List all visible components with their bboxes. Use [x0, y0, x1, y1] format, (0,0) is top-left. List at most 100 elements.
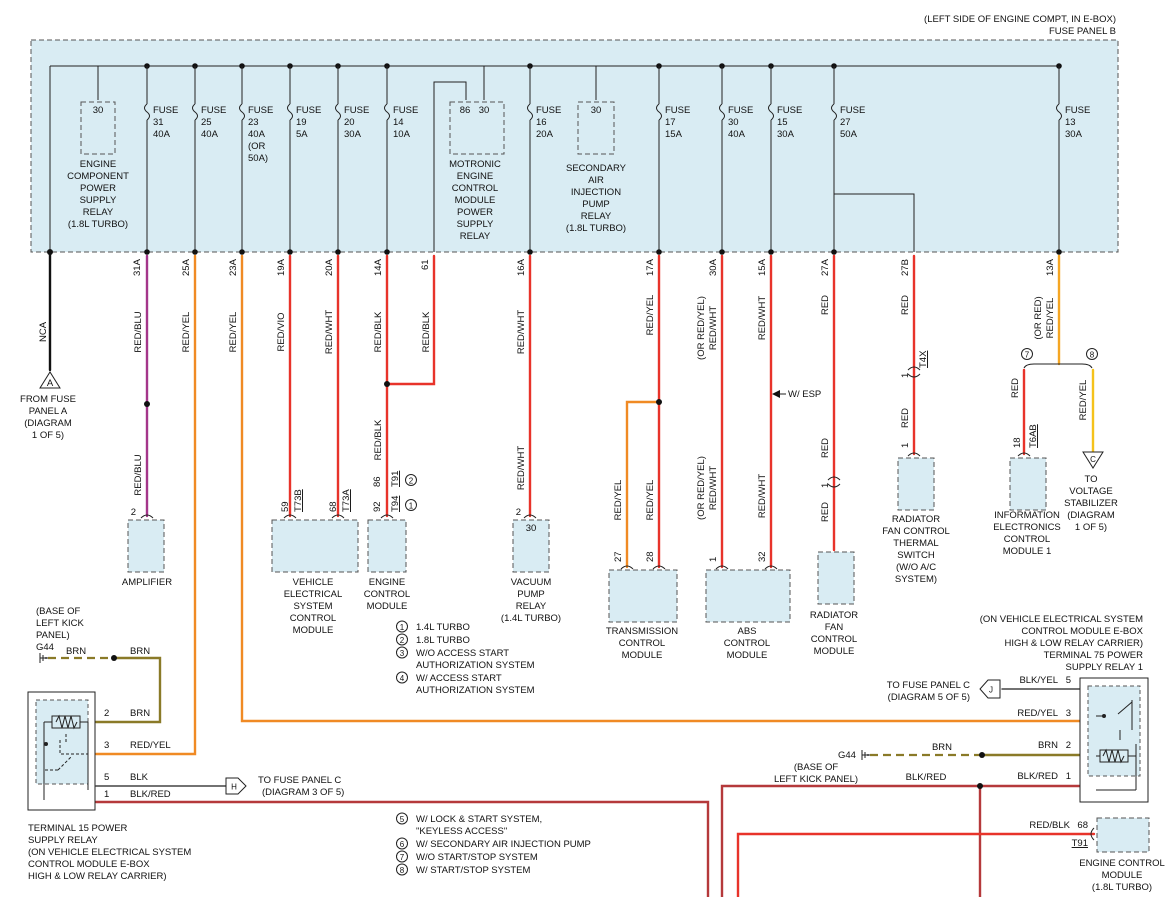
- to-voltage-stabilizer: C TO VOLTAGE STABILIZER (DIAGRAM 1 OF 5): [1064, 451, 1118, 533]
- information-electronics-control-module: 18 T6AB INFORMATION ELECTRONICS CONTROL …: [993, 424, 1061, 557]
- note-text: W/ LOCK & START SYSTEM,: [416, 814, 542, 825]
- relay-motronic: 86 30 MOTRONIC ENGINE CONTROL MODULE POW…: [433, 66, 505, 252]
- letter-c: C: [1090, 455, 1096, 464]
- label-20a-red-wht: RED/WHT: [324, 310, 335, 355]
- rfts-label-4: SWITCH: [897, 550, 935, 561]
- relay-label-3: CONTROL: [452, 183, 498, 194]
- relay75-pin-5: 5: [1066, 675, 1071, 686]
- pin-17a: 17A: [645, 258, 656, 276]
- label-15a-red-wht: RED/WHT: [757, 296, 768, 341]
- label-27a-red: RED: [820, 295, 831, 315]
- to-c-2: VOLTAGE: [1069, 486, 1112, 497]
- relay-box: [449, 101, 505, 155]
- abs-control-module: 1 32 ABS CONTROL MODULE: [705, 551, 791, 661]
- fuse-symbol-icon: [287, 103, 293, 121]
- pin-61: 61: [420, 259, 431, 270]
- label-61-red-blk: RED/BLK: [421, 311, 432, 352]
- ground-left-id: G44: [36, 642, 54, 653]
- engine-control-module-2: RED/BLK 68 T91 ENGINE CONTROL MODULE (1.…: [1029, 817, 1165, 893]
- fuse-16-l2: 16: [536, 117, 547, 128]
- wires: [47, 249, 1096, 897]
- ecm-c2: T94: [390, 496, 401, 512]
- abs-pin1: 1: [708, 557, 719, 562]
- wire-61-red-blk: [385, 254, 436, 386]
- ecm2-c: T91: [1072, 838, 1088, 849]
- esp-note: W/ ESP: [772, 389, 821, 400]
- label-23a-red-yel: RED/YEL: [228, 312, 239, 353]
- iecm-label-2: ELECTRONICS: [993, 522, 1061, 533]
- ground-left-2: LEFT KICK: [36, 618, 85, 629]
- fuse-20-l3: 30A: [344, 129, 362, 140]
- relay-label-2: ENGINE: [457, 171, 493, 182]
- relay15-brn: BRN: [130, 708, 150, 719]
- fuse-13-l1: FUSE: [1065, 105, 1090, 116]
- option-7: 7: [1025, 351, 1030, 360]
- terminal-75-relay-label: (ON VEHICLE ELECTRICAL SYSTEM CONTROL MO…: [980, 614, 1144, 673]
- relay-pin-30: 30: [479, 105, 490, 116]
- fuse-15-l1: FUSE: [777, 105, 802, 116]
- wire-17a-branch: [625, 400, 661, 569]
- vescm-label-3: SYSTEM: [293, 601, 332, 612]
- fuse-30-l2: 30: [728, 117, 739, 128]
- relay75-pin-1: 1: [1066, 771, 1071, 782]
- relay-label-2: AIR: [588, 175, 604, 186]
- from-fuse-panel-a: A FROM FUSE PANEL A (DIAGRAM 1 OF 5): [20, 371, 76, 441]
- ecm-note-2: 2: [409, 477, 414, 486]
- fuse-31-l1: FUSE: [153, 105, 178, 116]
- fuse-23-l3: 40A: [248, 129, 266, 140]
- ecm2-label-2: MODULE: [1102, 870, 1143, 881]
- fuse-30-l1: FUSE: [728, 105, 753, 116]
- iecm-pin: 18: [1012, 437, 1023, 448]
- relay15-label-5: HIGH & LOW RELAY CARRIER): [28, 871, 166, 882]
- label-nca: NCA: [38, 321, 49, 342]
- relay15-label-4: CONTROL MODULE E-BOX: [28, 859, 150, 870]
- fuse-31-l3: 40A: [153, 129, 171, 140]
- vescm-label-2: ELECTRICAL: [284, 589, 343, 600]
- label-16a-red-wht: RED/WHT: [516, 310, 527, 355]
- vescm-pin1: 59: [280, 501, 291, 512]
- ground-g44-right: G44 (BASE OF LEFT KICK PANEL) BRN BLK/RE…: [774, 742, 952, 785]
- fuse-14-l2: 14: [393, 117, 404, 128]
- fuse-15-l3: 30A: [777, 129, 795, 140]
- amp-pin: 2: [131, 507, 136, 518]
- label-30a-red-wht: RED/WHT: [708, 306, 719, 351]
- relay-label-3: INJECTION: [571, 187, 621, 198]
- wire-25a-red-yel: [94, 254, 197, 756]
- label-17a-red-yel: RED/YEL: [645, 295, 656, 336]
- relay-label-6: SUPPLY: [457, 219, 494, 230]
- note-text: 1.8L TURBO: [416, 635, 470, 646]
- vacuum-label-2: PUMP: [517, 589, 544, 600]
- relay75-label-3: HIGH & LOW RELAY CARRIER): [1005, 638, 1143, 649]
- relay15-label-1: TERMINAL 15 POWER: [28, 823, 128, 834]
- relay-label-6: (1.8L TURBO): [566, 223, 626, 234]
- vescm-c1: T73B: [293, 489, 304, 512]
- fuse-19-l2: 19: [296, 117, 307, 128]
- option-markers: 7 8: [1021, 348, 1098, 360]
- fuse-31-l2: 31: [153, 117, 164, 128]
- fuse-panel-b: (LEFT SIDE OF ENGINE COMPT, IN E-BOX) FU…: [30, 14, 1119, 253]
- label-brn-g-left: BRN: [66, 646, 86, 657]
- relay75-label-1: (ON VEHICLE ELECTRICAL SYSTEM: [980, 614, 1143, 625]
- pin-14a: 14A: [373, 258, 384, 276]
- fuse-20-l2: 20: [344, 117, 355, 128]
- fuse-27-l2: 27: [840, 117, 851, 128]
- terminal-15-relay: 2 3 5 1 BRN RED/YEL BLK BLK/RED TERMINAL…: [27, 691, 191, 882]
- relay15-pin-1: 1: [104, 789, 109, 800]
- relay-label-2: COMPONENT: [67, 171, 129, 182]
- radiator-fan-thermal-switch: 1 T4X 1 RADIATOR FAN CONTROL THERMAL SWI…: [882, 350, 950, 585]
- rfts-pin: 1: [900, 443, 911, 448]
- fuse-panel-location: (LEFT SIDE OF ENGINE COMPT, IN E-BOX): [924, 14, 1116, 25]
- ecm2-label-3: (1.8L TURBO): [1092, 882, 1152, 893]
- fuse-23-l1: FUSE: [248, 105, 273, 116]
- label-27b-red: RED: [900, 295, 911, 315]
- relay75-blk-red: BLK/RED: [1017, 771, 1058, 782]
- vacuum-pump-relay: 2 30 VACUUM PUMP RELAY (1.4L TURBO): [501, 507, 561, 624]
- fuse-14-l3: 10A: [393, 129, 411, 140]
- wire-blk-red-left: [94, 800, 710, 897]
- ecm2-wire: RED/BLK: [1029, 820, 1070, 831]
